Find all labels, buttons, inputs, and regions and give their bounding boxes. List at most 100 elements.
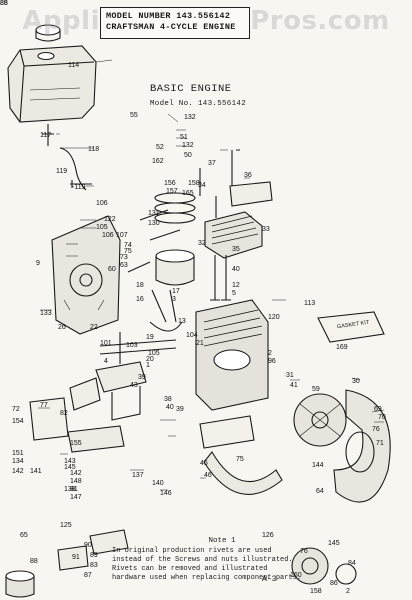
part-number-label: 16 <box>136 296 144 303</box>
part-number-label: 158 <box>310 588 322 595</box>
part-number-label: 120 <box>268 314 280 321</box>
part-number-label: 148 <box>70 478 82 485</box>
part-number-label: 101 <box>100 340 112 347</box>
part-number-label: 85 <box>0 0 8 7</box>
part-number-label: 156 <box>164 180 176 187</box>
part-number-label: 38 <box>164 396 172 403</box>
part-number-label: 84 <box>348 560 356 567</box>
cylinder-head <box>204 211 263 259</box>
part-number-label: 157 <box>166 188 178 195</box>
muffler <box>5 570 35 598</box>
part-number-label: 106 <box>102 232 114 239</box>
part-number-label: 106 <box>96 200 108 207</box>
section-model: Model No. 143.556142 <box>150 100 247 108</box>
part-number-label: 18 <box>136 282 144 289</box>
fuel-cap <box>35 24 61 42</box>
part-number-label: 76 <box>372 426 380 433</box>
page-number: A-3 <box>262 575 277 584</box>
part-number-label: 65 <box>20 532 28 539</box>
part-number-label: 119 <box>56 168 68 175</box>
part-number-label: 90 <box>84 542 92 549</box>
part-number-label: 30 <box>352 378 360 385</box>
part-number-label: 91 <box>72 554 80 561</box>
part-number-label: 37 <box>208 160 216 167</box>
part-number-label: 137 <box>132 472 144 479</box>
part-number-label: 158 <box>188 180 200 187</box>
part-number-label: 122 <box>104 216 116 223</box>
part-number-label: 52 <box>156 144 164 151</box>
part-number-label: 105 <box>148 350 160 357</box>
part-number-label: 43 <box>130 382 138 389</box>
part-number-label: 60 <box>108 266 116 273</box>
part-number-label: 59 <box>312 386 320 393</box>
part-number-label: 12 <box>232 282 240 289</box>
part-number-label: 142 <box>12 468 24 475</box>
part-number-label: 3 <box>172 296 176 303</box>
part-number-label: 40 <box>166 404 174 411</box>
part-number-label: 117 <box>40 132 52 139</box>
fuel-tank <box>7 45 97 123</box>
head-bolts <box>199 149 240 218</box>
part-number-label: 88 <box>0 0 8 7</box>
sump-guard <box>203 451 283 495</box>
model-number-line: MODEL NUMBER 143.556142 <box>106 11 231 21</box>
part-number-label: 105 <box>96 224 108 231</box>
part-number-label: 141 <box>30 468 42 475</box>
part-number-label: 36 <box>244 172 252 179</box>
part-number-label: 41 <box>290 382 298 389</box>
piston <box>155 249 195 286</box>
part-number-label: 73 <box>120 254 128 261</box>
fuel-screw <box>70 180 92 188</box>
model-header-box: MODEL NUMBER 143.556142 CRAFTSMAN 4-CYCL… <box>100 7 250 39</box>
part-number-label: 33 <box>262 226 270 233</box>
breather-plate <box>229 181 273 207</box>
part-number-label: 39 <box>138 374 146 381</box>
part-number-label: 55 <box>130 112 138 119</box>
part-number-label: 46 <box>204 472 212 479</box>
part-number-label: 34 <box>198 182 206 189</box>
part-number-label: 69 <box>374 406 382 413</box>
note-title: Note 1 <box>208 537 236 545</box>
part-number-label: 113 <box>304 300 316 307</box>
part-number-label: 19 <box>146 334 154 341</box>
part-number-label: 4 <box>104 358 108 365</box>
section-title: BASIC ENGINE <box>150 83 232 95</box>
part-number-label: 142 <box>70 470 82 477</box>
part-number-label: 71 <box>376 440 384 447</box>
part-number-label: 145 <box>328 540 340 547</box>
part-number-label: 138 <box>64 486 76 493</box>
part-number-label: -119 <box>72 184 86 191</box>
part-number-label: 144 <box>312 462 324 469</box>
part-number-label: 134 <box>12 458 24 465</box>
part-number-label: 83 <box>90 562 98 569</box>
control-bracket <box>29 397 69 441</box>
connecting-rod <box>149 289 183 332</box>
air-filter <box>69 377 101 411</box>
part-number-label: 103 <box>126 342 138 349</box>
part-number-label: 39 <box>176 406 184 413</box>
part-number-label: 32 <box>198 240 206 247</box>
crankcase-cover <box>51 215 121 335</box>
part-number-label: 146 <box>160 490 172 497</box>
part-number-label: 104 <box>186 332 198 339</box>
part-number-label: 1 <box>146 362 150 369</box>
blower-housing <box>333 389 391 503</box>
part-number-label: 63 <box>120 262 128 269</box>
piston-rings <box>154 192 196 224</box>
part-number-label: 131 <box>148 210 160 217</box>
part-number-label: 87 <box>84 572 92 579</box>
part-number-label: 2 <box>268 350 272 357</box>
part-number-label: 143 <box>64 458 76 465</box>
part-number-label: 114 <box>68 62 80 69</box>
fuel-line <box>42 124 87 191</box>
governor-bracket <box>67 425 125 453</box>
carburetor <box>95 361 147 421</box>
starter-cup <box>57 529 129 571</box>
part-number-label: 147 <box>70 494 82 501</box>
part-number-label: 130 <box>148 220 160 227</box>
valves <box>210 255 231 301</box>
part-number-label: 81 <box>70 486 78 493</box>
recoil-starter <box>291 547 357 585</box>
part-number-label: 154 <box>12 418 24 425</box>
